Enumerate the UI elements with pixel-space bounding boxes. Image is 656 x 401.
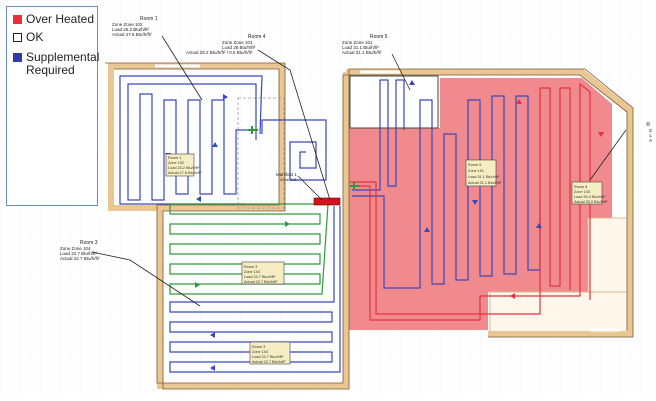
- leader-lines: [91, 35, 627, 307]
- room3-box-line-4: Actual 22.7 Btu/h/ft²: [244, 280, 278, 284]
- legend-item-over-heated: Over Heated: [13, 13, 94, 26]
- room1-load: Load 25.2 Btu/h/ft²: [112, 27, 150, 32]
- room1-name: Room 1: [140, 16, 158, 22]
- room4-zone: Zone Zone 101: [222, 40, 253, 45]
- svg-text:Room 5 Zone 101 Lo: Room 5 Zone 101 Load 31.1 Btu/h/ft² Actu…: [468, 163, 502, 185]
- room6-load: L: [649, 133, 652, 138]
- room1-box-line-3: Load 25.2 Btu/h/ft²: [168, 166, 200, 170]
- room5-red-loop: [350, 82, 591, 321]
- legend-label-over-heated: Over Heated: [26, 12, 95, 26]
- room6-info-box: Room 6 Zone 103 Load 30.4 Btu/h/ft² Actu…: [571, 181, 608, 205]
- room4-heating-loop: [261, 119, 327, 181]
- room1-callout: Room 1 Zone Zone 102 Load 25.2 Btu/h/ft²…: [112, 16, 158, 37]
- legend-label-supplemental: Supplemental Required: [26, 50, 100, 77]
- room3-green-loop: [169, 203, 329, 295]
- room3-box2-line-4: Actual 22.7 Btu/h/ft²: [252, 360, 286, 364]
- room1-box-line-2: Zone 102: [168, 161, 184, 165]
- manifold-callout: Manifold 1 Zone 101: [276, 172, 298, 182]
- closet-area: [587, 217, 629, 293]
- room3-box2-line-3: Load 22.7 Btu/h/ft²: [252, 355, 284, 359]
- legend-item-ok: OK: [13, 31, 43, 44]
- window-marks: [155, 64, 620, 332]
- room1-info-box: Room 1 Zone 102 Load 25.2 Btu/h/ft² Actu…: [165, 153, 202, 177]
- room4-load: Load 28 Btu/h/ft²: [222, 45, 256, 50]
- flow-arrows-red: [510, 99, 604, 299]
- legend-swatch-red: [13, 15, 22, 24]
- room5-blue-loop: [352, 79, 541, 289]
- room3-blue-loop: [169, 206, 341, 373]
- room6-zone: Z: [649, 128, 652, 133]
- room3-info-box: Room 3 Zone 104 Load 22.7 Btu/h/ft² Actu…: [241, 261, 285, 285]
- manifold-sub: Zone 101: [280, 177, 298, 182]
- svg-text:Room 3 Zone 104 Lo: Room 3 Zone 104 Load 22.7 Btu/h/ft² Actu…: [252, 345, 286, 364]
- room5-closet: [349, 75, 439, 129]
- room1-actual: Actual 27.6 Btu/h/ft²: [112, 32, 152, 37]
- room6-actual: A: [649, 138, 652, 143]
- legend: Over Heated OK Supplemental Required: [6, 6, 99, 206]
- room6-callout: R Z L A: [646, 122, 652, 143]
- overheated-zone-fill: [346, 78, 612, 330]
- room3-load: Load 22.7 Btu/h/ft²: [60, 251, 98, 256]
- legend-swatch-white: [13, 33, 22, 42]
- manifold-connectors: [248, 126, 360, 190]
- room3-box2-line-2: Zone 104: [252, 350, 268, 354]
- room1-box-line-1: Room 1: [168, 156, 181, 160]
- room6-box-line-1: Room 6: [574, 185, 587, 189]
- room6-box-line-3: Load 30.4 Btu/h/ft²: [574, 195, 606, 199]
- room1-zone: Zone Zone 102: [112, 22, 143, 27]
- room3-box-line-1: Room 3: [244, 265, 257, 269]
- manifold: [313, 197, 341, 206]
- room4-actual: Actual 29.2 Btu/h/ft² / 0.5 Btu/h/ft²: [186, 50, 253, 55]
- legend-item-supplemental: Supplemental Required: [13, 51, 99, 77]
- room3-name: Room 3: [80, 240, 98, 246]
- manifold-name: Manifold 1: [276, 172, 297, 177]
- room4-callout: Room 4 Zone Zone 101 Load 28 Btu/h/ft² A…: [186, 34, 266, 55]
- entry-area: [489, 291, 629, 333]
- room3-box-line-3: Load 22.7 Btu/h/ft²: [244, 275, 276, 279]
- room1-heating-loop: [127, 83, 257, 201]
- room3-box2-line-1: Room 3: [252, 345, 265, 349]
- room5-actual: Actual 31.1 Btu/h/ft²: [342, 50, 382, 55]
- room1-box-line-4: Actual 27.6 Btu/h/ft²: [168, 171, 202, 175]
- legend-swatch-blue: [13, 53, 22, 62]
- room5-box-line-4: Actual 31.1 Btu/h/ft²: [468, 181, 502, 185]
- room3-actual: Actual 22.7 Btu/h/ft²: [60, 256, 100, 261]
- room5-box-line-2: Zone 101: [468, 169, 484, 173]
- room3-info-box-2: Room 3 Zone 104 Load 22.7 Btu/h/ft² Actu…: [249, 341, 291, 365]
- room5-load: Load 31.1 Btu/h/ft²: [342, 45, 380, 50]
- room6-box-line-2: Zone 103: [574, 190, 590, 194]
- room6-name: R: [646, 122, 650, 128]
- room5-box-line-3: Load 31.1 Btu/h/ft²: [468, 175, 500, 179]
- flow-arrows-green: [195, 221, 290, 288]
- room4-name: Room 4: [248, 34, 266, 40]
- room1-return-loop: [119, 75, 263, 205]
- room5-callout: Room 5 Zone Zone 101 Load 31.1 Btu/h/ft²…: [342, 34, 388, 55]
- room3-box-line-2: Zone 104: [244, 270, 260, 274]
- legend-label-ok: OK: [26, 30, 44, 44]
- room5-name: Room 5: [370, 34, 388, 40]
- wall-outlines: [105, 62, 634, 390]
- svg-text:Room 1 Zone 102 Lo: Room 1 Zone 102 Load 25.2 Btu/h/ft² Actu…: [168, 156, 202, 175]
- room6-box-line-4: Actual 33.0 Btu/h/ft²: [574, 200, 608, 204]
- room5-info-box: Room 5 Zone 101 Load 31.1 Btu/h/ft² Actu…: [465, 159, 502, 187]
- svg-text:Room 6 Zone 103 Lo: Room 6 Zone 103 Load 30.4 Btu/h/ft² Actu…: [574, 185, 608, 204]
- room3-zone: Zone Zone 104: [60, 246, 91, 251]
- svg-text:Room 3 Zone 104 Lo: Room 3 Zone 104 Load 22.7 Btu/h/ft² Actu…: [244, 265, 278, 284]
- room5-zone: Zone Zone 101: [342, 40, 373, 45]
- room5-box-line-1: Room 5: [468, 163, 481, 167]
- room3-callout: Room 3 Zone Zone 104 Load 22.7 Btu/h/ft²…: [60, 240, 100, 261]
